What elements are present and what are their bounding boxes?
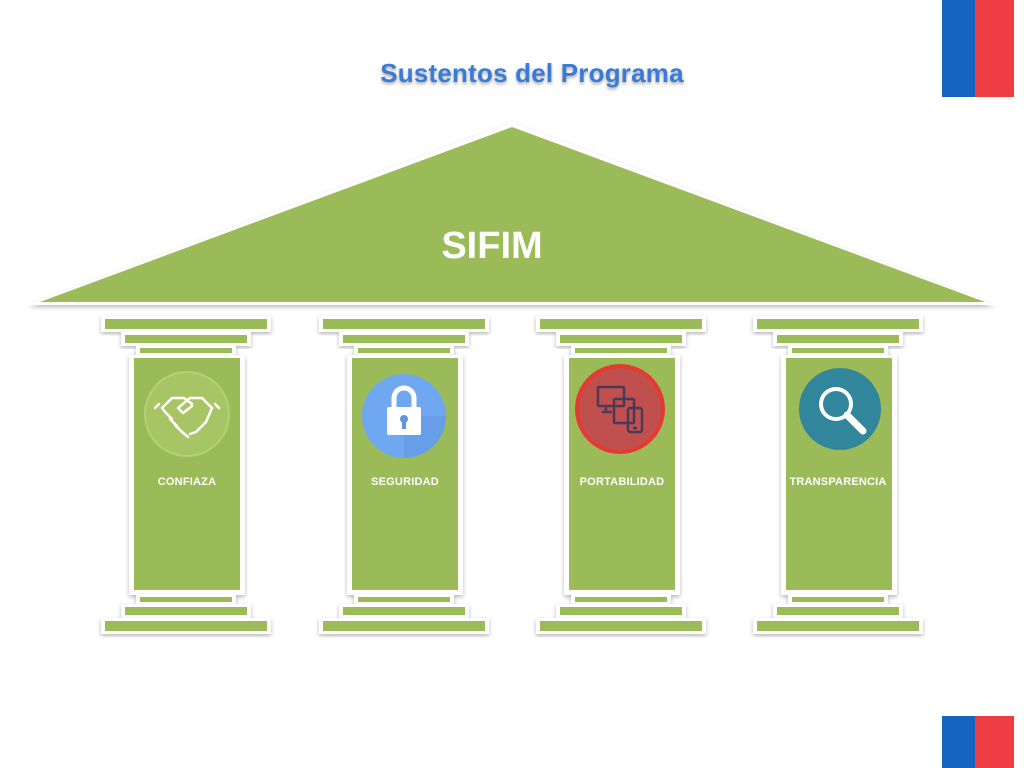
pillar-label-confianza: CONFIAZA (157, 476, 217, 488)
flag-decoration-bottom (942, 716, 1014, 768)
roof-label: SIFIM (441, 225, 543, 267)
devices-icon (575, 364, 665, 454)
pillar-portabilidad (536, 316, 706, 634)
pillar-label-seguridad: SEGURIDAD (371, 476, 439, 488)
pillar-seguridad (319, 316, 489, 634)
slide-title: Sustentos del Programa (380, 58, 684, 88)
pillar-label-portabilidad: PORTABILIDAD (579, 476, 665, 488)
magnifier-icon (799, 368, 881, 450)
pillar-transparencia (753, 316, 923, 634)
pillar-label-transparencia: TRANSPARENCIA (789, 476, 887, 488)
pillar-confianza (101, 316, 271, 634)
lock-icon (362, 374, 446, 458)
handshake-icon (144, 371, 230, 457)
flag-decoration-top (942, 0, 1014, 97)
temple-roof (28, 122, 995, 305)
